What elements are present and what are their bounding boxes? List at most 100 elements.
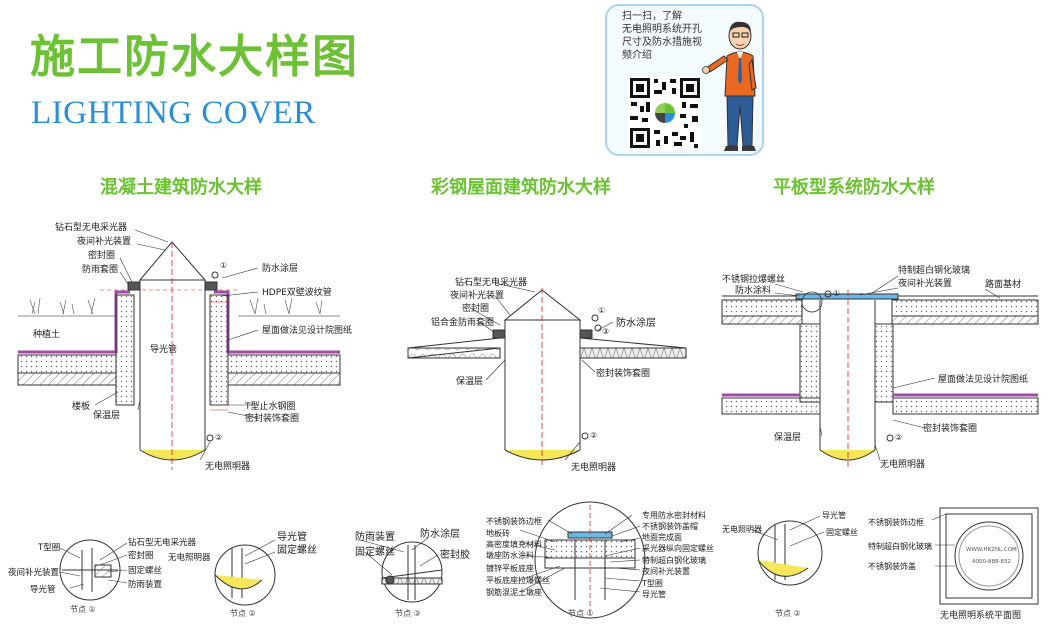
label-night-light: 夜间补光装置 <box>898 277 952 289</box>
plan-phone: 4000-888-832 <box>972 559 1011 565</box>
label-coating: 防水涂层 <box>420 527 460 540</box>
steel-roof-section-drawing <box>407 282 687 468</box>
detail-node-4-drawing <box>519 501 646 619</box>
qr-code[interactable] <box>628 76 702 150</box>
label-glass: 特制超白钢化玻璃 <box>898 264 970 276</box>
label-seal: 密封圈 <box>128 550 154 561</box>
promo-text: 扫一扫，了解 无电照明系统开孔 尺寸及防水措施视 频介绍 <box>622 10 737 62</box>
label-roof: 屋面做法见设计院图纸 <box>938 373 1028 385</box>
label-alu-rain-ring: 铝合金防雨套圈 <box>431 316 494 328</box>
detail-node-2-drawing <box>214 539 276 606</box>
label-pier: 钢筋混泥土墩座 <box>486 587 542 597</box>
callout-1: ① <box>598 306 605 315</box>
label-cover: 不锈钢装饰盖 <box>868 561 916 571</box>
label-cover: 不锈钢装饰盖帽 <box>642 521 698 531</box>
node-caption: 节点 ③ <box>395 609 421 618</box>
flat-system-section-drawing <box>721 275 1039 468</box>
label-seal: 专用防水密封材料 <box>642 510 706 520</box>
label-roof: 屋面做法见设计院图纸 <box>262 324 352 336</box>
label-rain: 防雨装置 <box>355 530 395 543</box>
page-subtitle: LIGHTING COVER <box>31 95 316 131</box>
label-glass: 特制超白钢化玻璃 <box>642 555 706 565</box>
label-floor: 楼板 <box>72 400 90 412</box>
callout-3: ③ <box>602 327 609 336</box>
callout-2: ② <box>895 433 902 442</box>
label-soil: 种植土 <box>33 328 60 340</box>
section-heading-flat: 平板型系统防水大样 <box>773 177 935 198</box>
label-hdpe: HDPE双壁波纹管 <box>262 286 332 298</box>
label-coating: 防水涂料 <box>735 284 771 296</box>
detail-node-1-drawing <box>59 539 128 601</box>
page-title: 施工防水大样图 <box>30 30 360 83</box>
label-seal: 密封圈 <box>462 302 489 314</box>
section-heading-steel: 彩钢屋面建筑防水大样 <box>431 177 611 198</box>
label-screw: 固定螺丝 <box>277 543 317 556</box>
label-seal: 密封圈 <box>88 249 115 261</box>
label-night-light: 夜间补光装置 <box>642 566 690 576</box>
label-coating: 防水涂层 <box>262 262 298 274</box>
detail-node-5-drawing <box>751 515 825 586</box>
label-frame: 不锈钢装饰边框 <box>486 516 542 526</box>
label-rain-ring: 防雨套圈 <box>82 263 118 275</box>
label-screw: 固定螺丝 <box>128 565 163 576</box>
section-heading-concrete: 混凝土建筑防水大样 <box>100 177 262 198</box>
label-insulation: 保温层 <box>456 375 483 387</box>
label-night-light: 夜间补光装置 <box>77 235 131 247</box>
node-caption: 节点 ② <box>775 609 801 618</box>
label-tube: 导光管 <box>642 589 666 599</box>
cartoon-man-illustration <box>702 21 757 151</box>
label-tube: 导光管 <box>150 343 177 355</box>
label-light: 无电照明器 <box>722 524 762 534</box>
concrete-section-drawing <box>17 229 341 470</box>
node-caption: 节点 ② <box>230 609 256 618</box>
label-light: 无电照明器 <box>205 460 250 472</box>
label-t-ring: T型止水钢圈 <box>244 400 296 412</box>
promo-line: 无电照明系统开孔 <box>622 24 702 35</box>
label-coating: 防水涂层 <box>616 316 656 329</box>
label-collector: 钻石型无电采光器 <box>128 537 197 548</box>
label-night-light: 夜间补光装置 <box>450 289 504 301</box>
label-plate: 镀锌平板底座 <box>486 563 534 573</box>
label-ground: 地面完成面 <box>642 532 682 542</box>
label-fix: 采光器纵向固定螺丝 <box>642 543 714 553</box>
plan-view-drawing <box>931 507 1039 605</box>
label-bolt: 平板底座拉爆螺丝 <box>486 575 550 585</box>
promo-line: 频介绍 <box>622 50 652 61</box>
label-tube: 导光管 <box>277 530 307 543</box>
label-light: 无电照明器 <box>880 458 925 470</box>
callout-1: ① <box>833 289 840 298</box>
label-insulation: 保温层 <box>93 409 120 421</box>
callout-2: ② <box>590 431 597 440</box>
plan-url: WWW.HKZNL.COM <box>966 547 1017 553</box>
label-light: 无电照明器 <box>571 461 616 473</box>
label-glass: 特制超白钢化玻璃 <box>868 541 932 551</box>
label-water: 墩座防水涂料 <box>486 550 534 560</box>
label-seal-deco: 密封装饰套圈 <box>245 412 299 424</box>
label-night-light: 夜间补光装置 <box>8 567 60 578</box>
label-light: 无电照明器 <box>168 552 211 563</box>
label-bolt: 不锈钢拉爆螺丝 <box>722 273 785 285</box>
label-screw: 固定螺丝 <box>826 527 858 537</box>
label-t-ring: T型圈 <box>37 543 60 553</box>
label-filler: 高密度填充材料 <box>486 539 542 549</box>
callout-2: ② <box>215 433 222 442</box>
label-frame: 不锈钢装饰边框 <box>868 517 924 527</box>
label-glue: 密封胶 <box>440 548 470 561</box>
detail-node-3-drawing <box>359 537 443 603</box>
label-tube: 导光管 <box>30 584 56 595</box>
promo-line: 尺寸及防水措施视 <box>622 37 702 48</box>
label-tube: 导光管 <box>822 510 846 520</box>
label-seal-deco: 密封装饰套圈 <box>923 422 977 434</box>
callout-1: ① <box>220 261 227 270</box>
node-caption: 节点 ① <box>70 605 96 614</box>
label-screw: 固定螺丝 <box>355 545 395 558</box>
label-rain: 防雨装置 <box>128 579 163 590</box>
plan-caption: 无电照明系统平面图 <box>940 609 1021 621</box>
node-caption: 节点 ① <box>568 609 594 618</box>
label-tile: 地板砖 <box>486 528 510 538</box>
promo-line: 扫一扫，了解 <box>622 11 682 22</box>
label-collector: 钻石型无电采光器 <box>455 276 527 288</box>
label-seal-deco: 密封装饰套圈 <box>596 367 650 379</box>
label-base: 路面基材 <box>985 278 1021 290</box>
